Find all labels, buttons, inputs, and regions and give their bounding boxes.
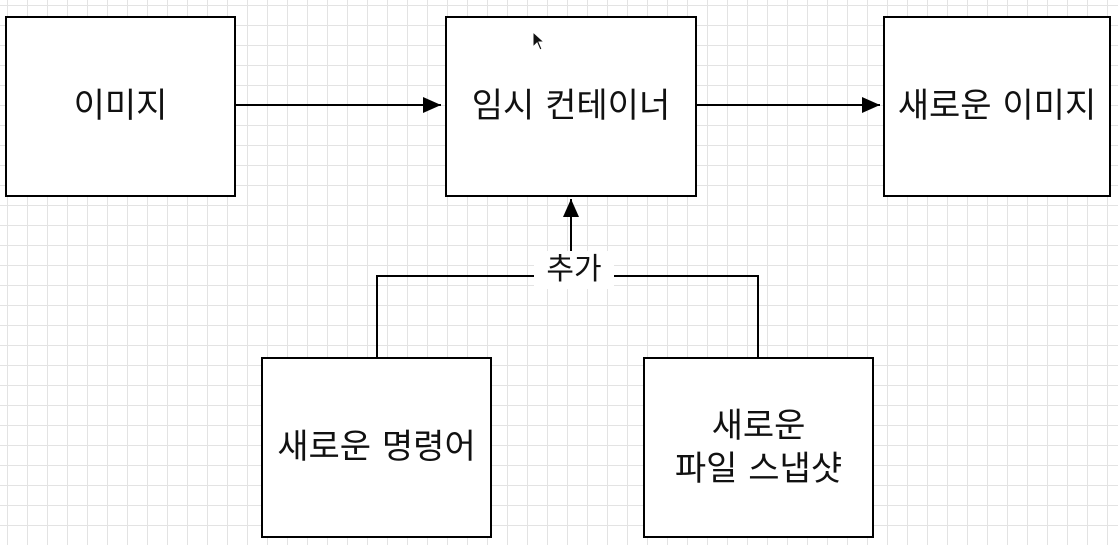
connector-from-new-command — [376, 275, 534, 357]
node-temp-container-label: 임시 컨테이너 — [471, 86, 671, 127]
node-new-file-snapshot-line2: 파일 스냅샷 — [674, 448, 843, 489]
connector-from-new-file-snapshot — [614, 275, 759, 357]
node-new-command[interactable]: 새로운 명령어 — [261, 357, 492, 538]
node-new-file-snapshot-label: 새로운 파일 스냅샷 — [675, 405, 842, 490]
node-new-file-snapshot[interactable]: 새로운 파일 스냅샷 — [643, 357, 874, 538]
node-new-file-snapshot-line1: 새로운 — [711, 406, 806, 446]
node-new-command-label: 새로운 명령어 — [277, 427, 476, 468]
node-temp-container[interactable]: 임시 컨테이너 — [445, 16, 697, 197]
node-image-label: 이미지 — [73, 86, 168, 127]
node-image[interactable]: 이미지 — [5, 16, 236, 197]
mouse-pointer-icon — [532, 31, 546, 51]
node-new-image-label: 새로운 이미지 — [897, 86, 1097, 127]
node-new-image[interactable]: 새로운 이미지 — [883, 16, 1111, 197]
edge-label-add: 추가 — [534, 251, 614, 289]
